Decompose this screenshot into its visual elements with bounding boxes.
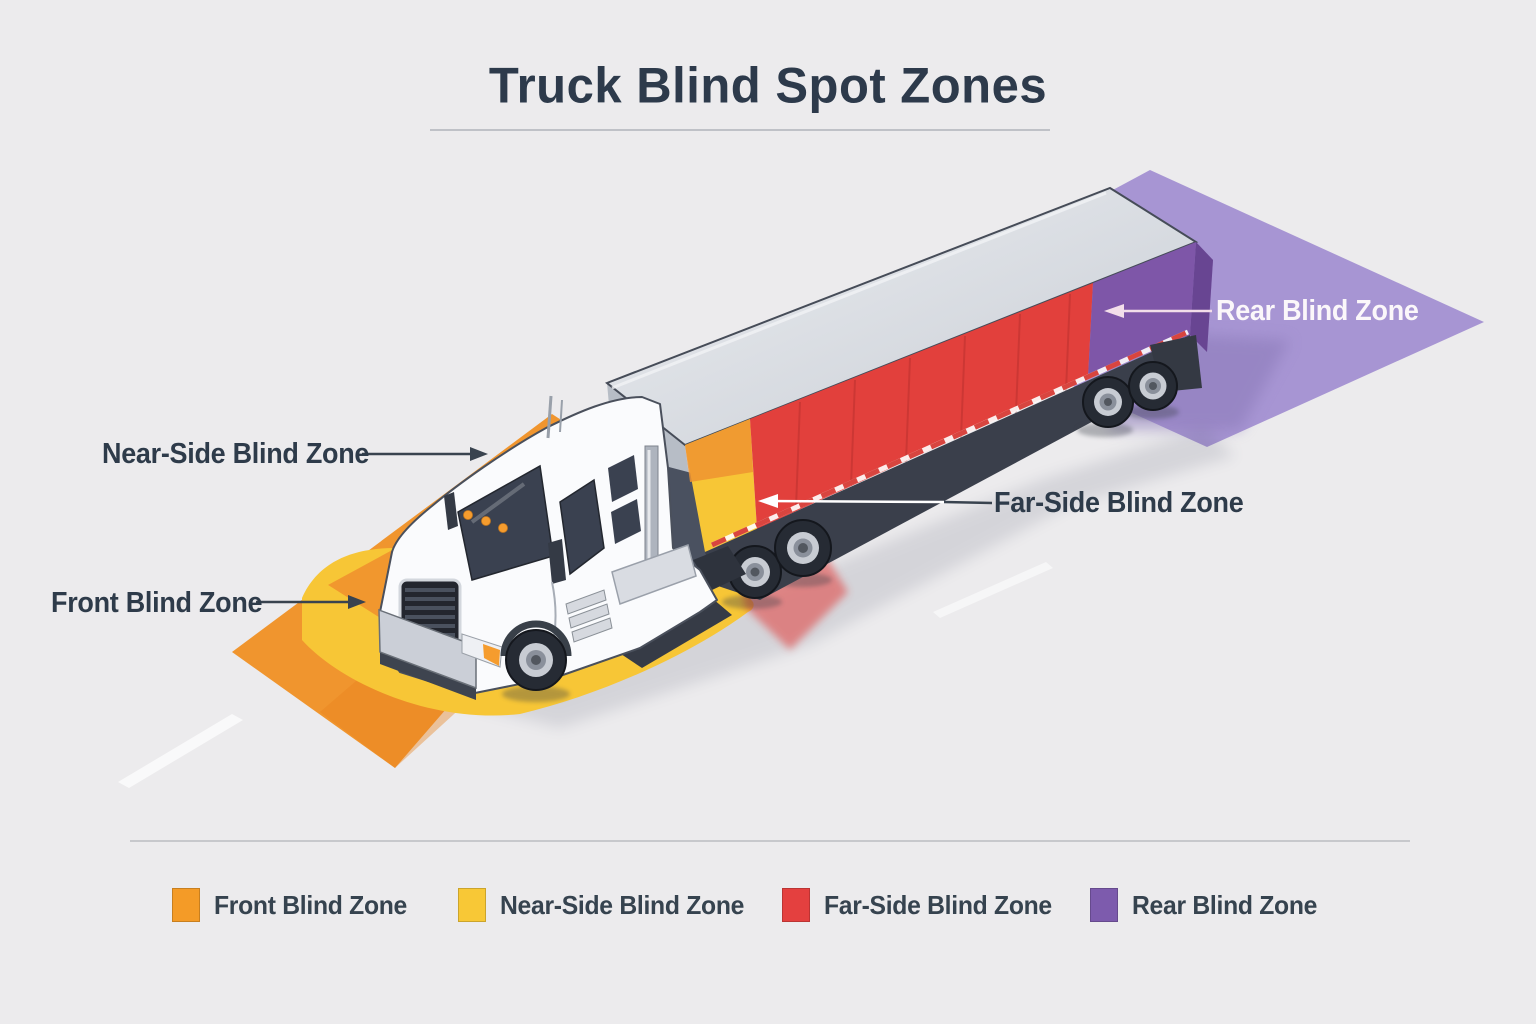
- far-side-arrow: [758, 494, 993, 508]
- legend-label: Rear Blind Zone: [1132, 889, 1318, 920]
- title-underline: [430, 129, 1050, 131]
- side-mirror: [548, 539, 566, 584]
- legend-label: Near-Side Blind Zone: [500, 889, 745, 920]
- near-side-blind-zone-label: Near-Side Blind Zone: [102, 438, 370, 470]
- trailer-side-sliver-orange-top: [685, 419, 753, 482]
- trailer-rear-face: [1190, 242, 1213, 352]
- side-mirror: [444, 492, 458, 530]
- wheel-shadows: [502, 405, 1179, 702]
- sleeper-window: [608, 455, 638, 502]
- far-side-zone-swatch: [782, 888, 810, 922]
- headlight-turn-signal: [483, 644, 500, 666]
- bumper-lower: [380, 650, 476, 700]
- roof-edge-highlight: [611, 191, 1107, 390]
- legend-item-rear: Rear Blind Zone: [1090, 888, 1327, 922]
- legend-item-front: Front Blind Zone: [172, 888, 417, 922]
- cab-steps: [565, 589, 613, 643]
- sleeper-window: [611, 499, 641, 544]
- lane-dash: [118, 714, 243, 788]
- door-window: [559, 478, 605, 576]
- trailer-rear-face-shade: [1190, 242, 1213, 352]
- near-side-zone-swatch: [458, 888, 486, 922]
- trailer-wheel: [1128, 361, 1178, 411]
- wheel-arch: [500, 620, 572, 657]
- rear-arrow: [1104, 304, 1212, 318]
- legend-label: Far-Side Blind Zone: [824, 889, 1052, 920]
- lane-dash: [933, 562, 1053, 618]
- drive-wheel: [728, 545, 782, 599]
- antenna: [546, 395, 553, 439]
- antenna: [559, 399, 563, 433]
- near-side-slab-face: [328, 585, 396, 683]
- page-title: Truck Blind Spot Zones: [488, 58, 1048, 114]
- legend-label: Front Blind Zone: [214, 889, 408, 920]
- fuel-tank-fairing: [611, 544, 697, 605]
- legend-item-near-side: Near-Side Blind Zone: [458, 888, 757, 922]
- drive-wheel: [774, 519, 832, 577]
- front-blind-zone-label: Front Blind Zone: [51, 587, 263, 619]
- rear-blind-zone-label: Rear Blind Zone: [1216, 295, 1419, 327]
- steer-wheel: [505, 629, 567, 691]
- front-zone-swatch: [172, 888, 200, 922]
- windshield-reflection: [470, 482, 526, 524]
- far-side-blind-zone-area: [750, 283, 1093, 529]
- legend-divider: [130, 840, 1410, 842]
- fifth-wheel: [693, 546, 746, 590]
- bumper: [378, 608, 477, 690]
- near-side-arrow: [362, 447, 488, 461]
- front-arrow: [256, 595, 366, 609]
- trailer-wheel: [1082, 376, 1134, 428]
- rear-zone-swatch: [1090, 888, 1118, 922]
- trailer-panel-lines: [795, 293, 1071, 509]
- legend-item-far-side: Far-Side Blind Zone: [782, 888, 1064, 922]
- far-side-blind-zone-label: Far-Side Blind Zone: [994, 487, 1244, 519]
- reflective-strip-dashes: [710, 329, 1190, 548]
- legend: Front Blind Zone Near-Side Blind Zone Fa…: [0, 888, 1536, 928]
- roof-marker-lights: [463, 510, 508, 533]
